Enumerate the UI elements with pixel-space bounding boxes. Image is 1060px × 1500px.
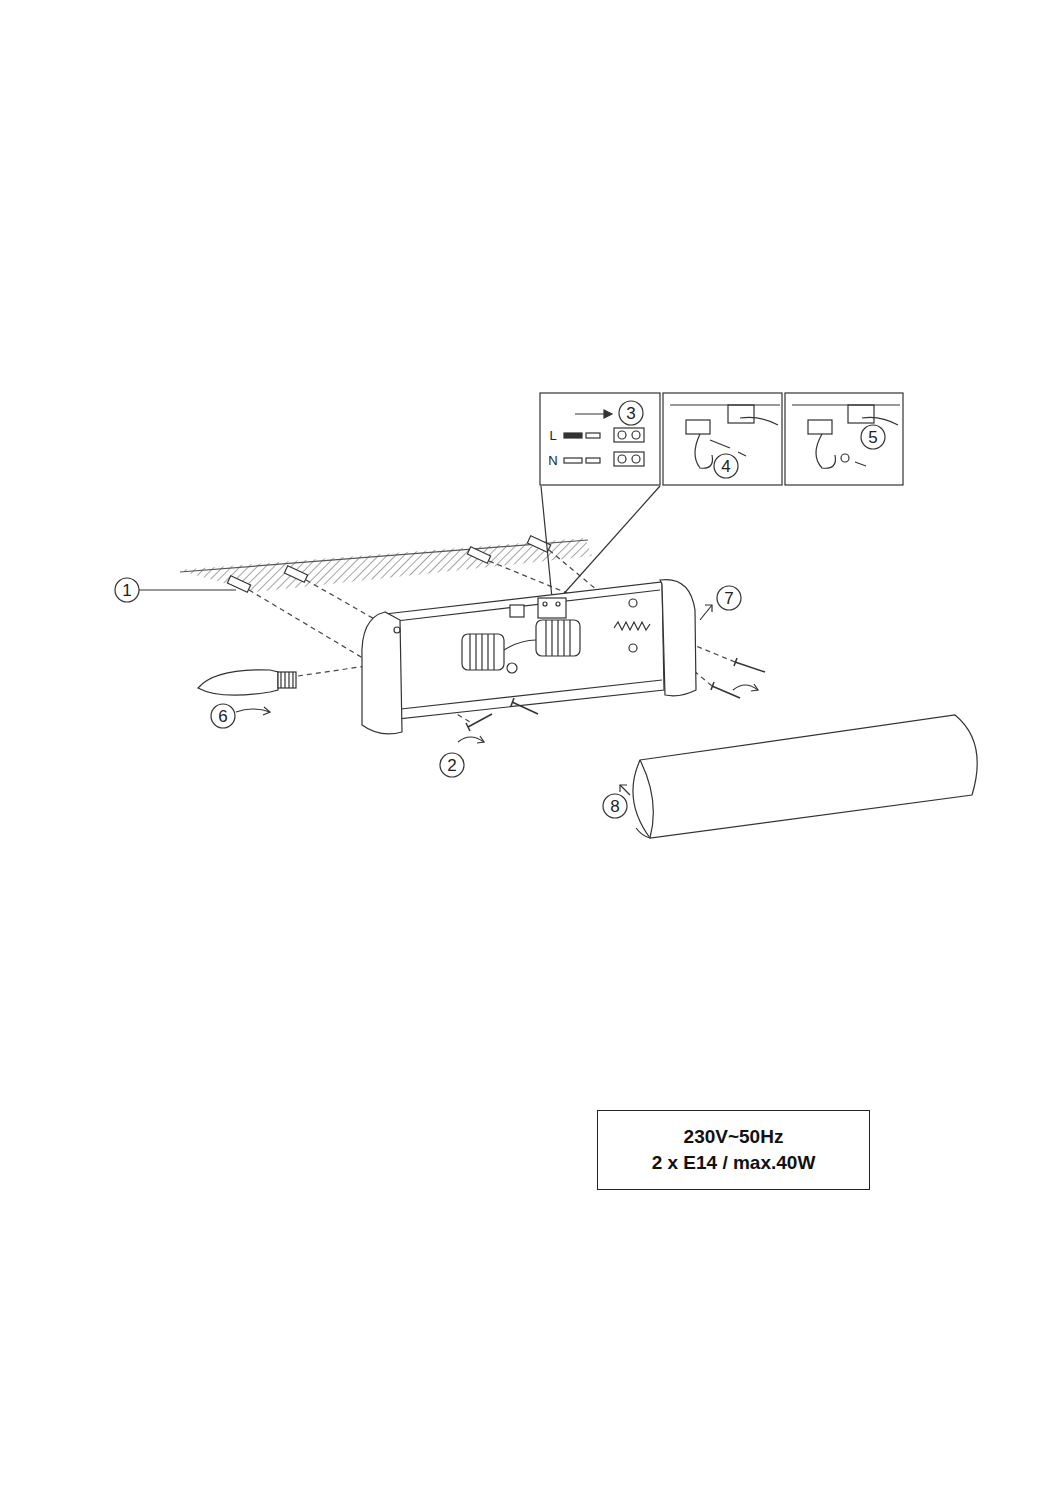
callout-number: 6 [218,708,227,725]
callout-number: 4 [721,458,730,475]
candle-bulb [198,670,296,695]
screws [466,658,765,731]
wire-name: L [549,429,556,442]
spring [614,622,650,630]
callout-number: 2 [447,757,456,774]
mounting-hole [629,599,637,607]
callout-number: 5 [868,429,877,446]
leader-line [541,486,552,598]
wall [178,538,592,592]
spec-text: 2 x E14 / max.40W [652,1150,816,1176]
wiring-insets [540,393,903,485]
callout-number: 8 [610,798,619,815]
callout-number: 7 [724,590,733,607]
lamp-base [362,580,696,734]
callout-number: 3 [626,405,635,422]
lamp-sockets [462,598,580,673]
wall-plugs [227,536,550,593]
glass-cover [633,715,977,838]
spec-box: 230V~50Hz2 x E14 / max.40W [597,1110,870,1190]
mounting-hole [629,644,637,652]
callout-number: 1 [122,582,131,599]
leader-line [560,486,660,598]
guide-lines [249,550,735,722]
wire-name: N [548,454,557,467]
spec-text: 230V~50Hz [684,1124,784,1150]
callout-circles [115,401,885,818]
